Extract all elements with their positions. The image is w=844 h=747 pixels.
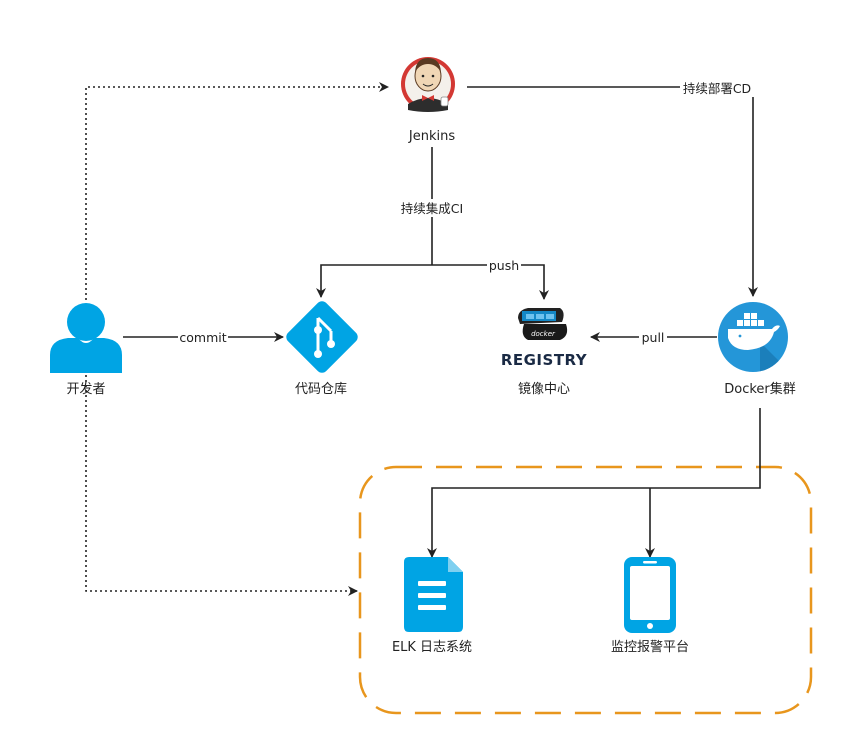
docker-whale-icon [718,302,788,372]
docker-cluster-node: Docker集群 [718,302,796,397]
mobile-phone-icon [624,557,676,633]
jenkins-node: Jenkins [401,57,455,144]
edge-ci-coderepo [316,264,432,298]
jenkins-butler-icon [401,57,455,112]
git-icon [286,301,358,373]
edge-label-commit: commit [179,330,226,345]
code-repo-node: 代码仓库 [286,301,358,397]
person-icon [50,303,122,373]
edge-label-pull: pull [642,330,665,345]
registry-logo-text: REGISTRY [501,351,588,369]
registry-node: docker REGISTRY 镜像中心 [501,308,588,397]
code-repo-label: 代码仓库 [295,381,347,397]
docker-cluster-label: Docker集群 [724,381,796,397]
registry-logo-small-text: docker [531,330,556,338]
developer-node: 开发者 [50,303,122,397]
edge-label-ci: 持续集成CI [401,201,463,216]
edge-docker-monitoring [427,408,761,558]
elk-label: ELK 日志系统 [392,640,472,655]
registry-label: 镜像中心 [518,382,570,397]
docker-registry-icon: docker REGISTRY [501,308,588,369]
monitor-label: 监控报警平台 [611,639,689,655]
edge-label-cd: 持续部署CD [683,81,751,96]
edge-ci-registry-push [432,264,549,300]
monitor-node: 监控报警平台 [611,557,689,655]
developer-label: 开发者 [66,381,105,397]
document-icon [404,557,463,632]
elk-node: ELK 日志系统 [392,557,472,655]
edge-developer-monitoring [85,375,358,596]
edge-developer-jenkins [85,82,389,300]
jenkins-label: Jenkins [408,129,455,144]
monitoring-group-box [358,465,813,715]
edge-label-push: push [489,258,519,273]
